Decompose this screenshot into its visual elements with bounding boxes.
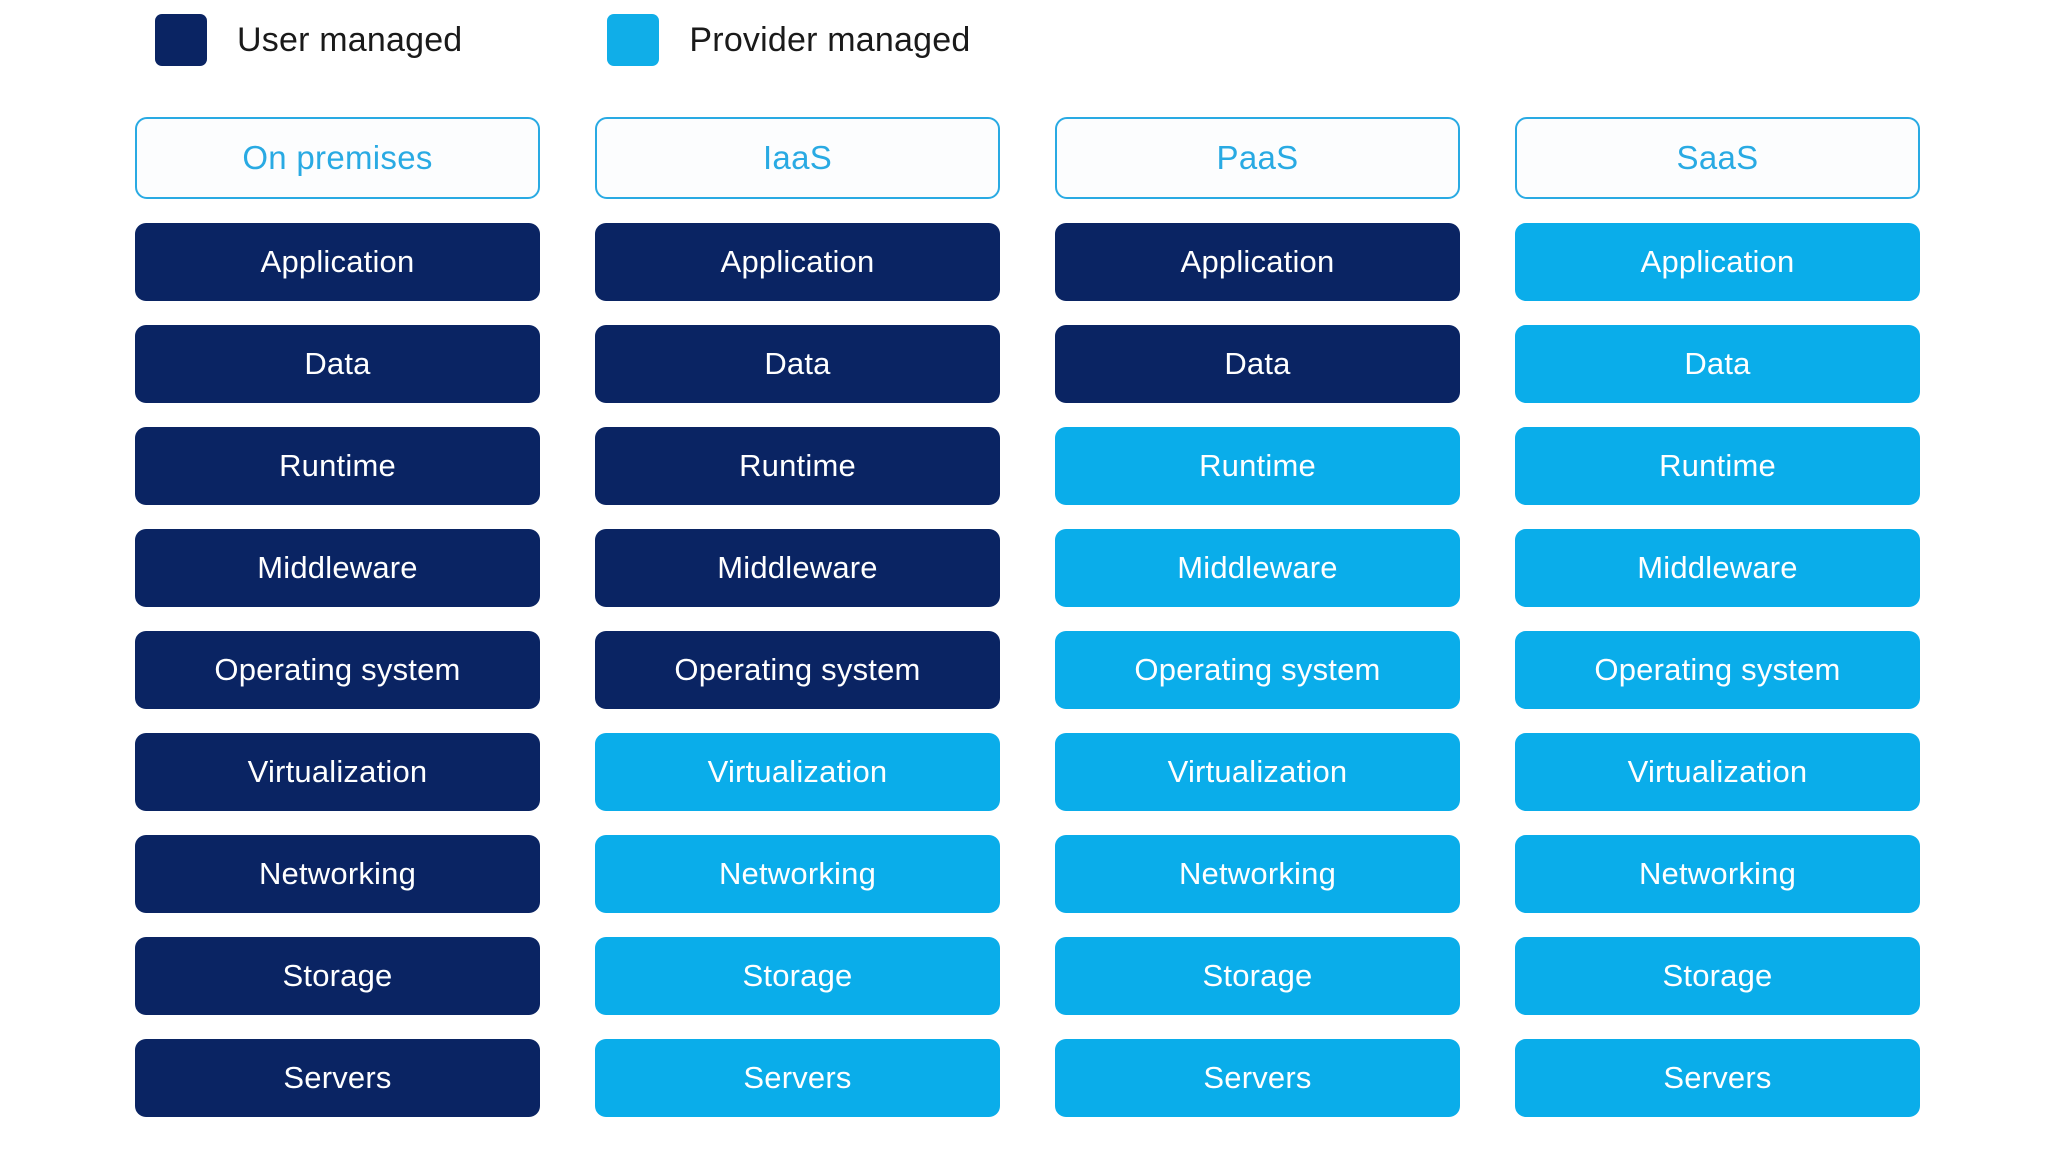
column-on-premises: On premises Application Data Runtime Mid… [135, 117, 540, 1117]
column-header-on-premises: On premises [135, 117, 540, 199]
column-saas: SaaS Application Data Runtime Middleware… [1515, 117, 1920, 1117]
layer-data: Data [1055, 325, 1460, 403]
layer-virtualization: Virtualization [1055, 733, 1460, 811]
legend-swatch-provider-managed-icon [607, 14, 660, 66]
column-header-iaas: IaaS [595, 117, 1000, 199]
layer-networking: Networking [135, 835, 540, 913]
layer-operating-system: Operating system [1055, 631, 1460, 709]
layer-operating-system: Operating system [1515, 631, 1920, 709]
column-header-saas: SaaS [1515, 117, 1920, 199]
layer-runtime: Runtime [595, 427, 1000, 505]
service-model-matrix: On premises Application Data Runtime Mid… [135, 117, 1930, 1117]
legend-item-provider-managed: Provider managed [607, 14, 970, 66]
layer-virtualization: Virtualization [595, 733, 1000, 811]
layer-servers: Servers [595, 1039, 1000, 1117]
column-iaas: IaaS Application Data Runtime Middleware… [595, 117, 1000, 1117]
layer-data: Data [1515, 325, 1920, 403]
layer-middleware: Middleware [1055, 529, 1460, 607]
layer-application: Application [1515, 223, 1920, 301]
layer-runtime: Runtime [135, 427, 540, 505]
layer-storage: Storage [1055, 937, 1460, 1015]
layer-data: Data [135, 325, 540, 403]
layer-networking: Networking [1055, 835, 1460, 913]
layer-runtime: Runtime [1515, 427, 1920, 505]
layer-application: Application [135, 223, 540, 301]
legend-label-user-managed: User managed [237, 20, 463, 59]
layer-data: Data [595, 325, 1000, 403]
legend-item-user-managed: User managed [155, 14, 462, 66]
layer-application: Application [1055, 223, 1460, 301]
layer-middleware: Middleware [135, 529, 540, 607]
layer-servers: Servers [1055, 1039, 1460, 1117]
column-paas: PaaS Application Data Runtime Middleware… [1055, 117, 1460, 1117]
layer-networking: Networking [595, 835, 1000, 913]
layer-middleware: Middleware [1515, 529, 1920, 607]
layer-operating-system: Operating system [595, 631, 1000, 709]
layer-virtualization: Virtualization [135, 733, 540, 811]
legend: User managed Provider managed [155, 14, 970, 66]
layer-middleware: Middleware [595, 529, 1000, 607]
layer-servers: Servers [1515, 1039, 1920, 1117]
layer-application: Application [595, 223, 1000, 301]
layer-storage: Storage [1515, 937, 1920, 1015]
column-header-paas: PaaS [1055, 117, 1460, 199]
legend-label-provider-managed: Provider managed [689, 20, 971, 59]
layer-operating-system: Operating system [135, 631, 540, 709]
layer-storage: Storage [595, 937, 1000, 1015]
layer-storage: Storage [135, 937, 540, 1015]
legend-swatch-user-managed-icon [155, 14, 207, 66]
layer-servers: Servers [135, 1039, 540, 1117]
layer-virtualization: Virtualization [1515, 733, 1920, 811]
layer-networking: Networking [1515, 835, 1920, 913]
layer-runtime: Runtime [1055, 427, 1460, 505]
